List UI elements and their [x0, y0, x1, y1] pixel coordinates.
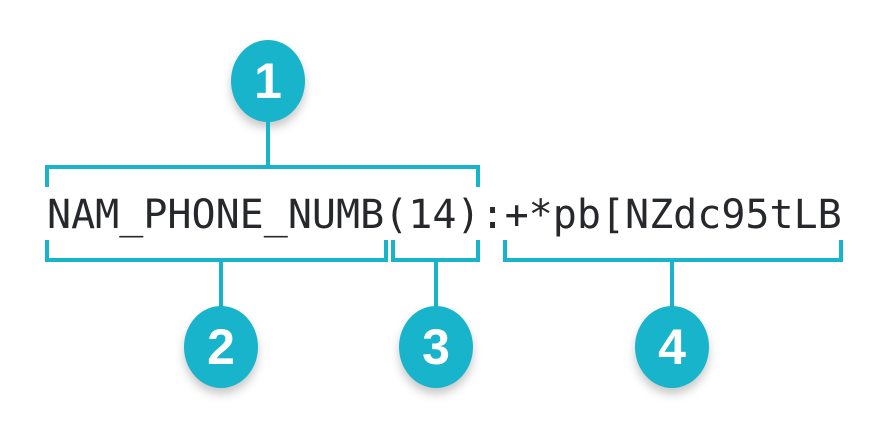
bracket-masked-value [503, 240, 843, 262]
bracket-field-length [391, 240, 480, 262]
field-length-text: (14) [384, 192, 481, 238]
callout-number: 1 [254, 53, 282, 109]
separator-text: : [480, 192, 505, 238]
callout-badge-4: 4 [635, 306, 709, 388]
masked-value-text: +*pb[NZdc95tLB [504, 192, 842, 238]
annotated-string: NAM_PHONE_NUMB(14):+*pb[NZdc95tLB [47, 195, 842, 235]
callout-4-connector-line [670, 260, 674, 308]
callout-2-connector-line [219, 260, 223, 308]
callout-1-connector-line [266, 118, 270, 169]
bracket-field-name [45, 240, 388, 262]
bracket-field-with-length [45, 165, 480, 187]
field-name-text: NAM_PHONE_NUMB [47, 192, 385, 238]
callout-badge-1: 1 [231, 40, 305, 122]
callout-number: 2 [207, 319, 235, 375]
callout-3-connector-line [434, 260, 438, 308]
callout-number: 4 [658, 319, 686, 375]
callout-badge-2: 2 [184, 306, 258, 388]
callout-number: 3 [422, 319, 450, 375]
callout-badge-3: 3 [399, 306, 473, 388]
